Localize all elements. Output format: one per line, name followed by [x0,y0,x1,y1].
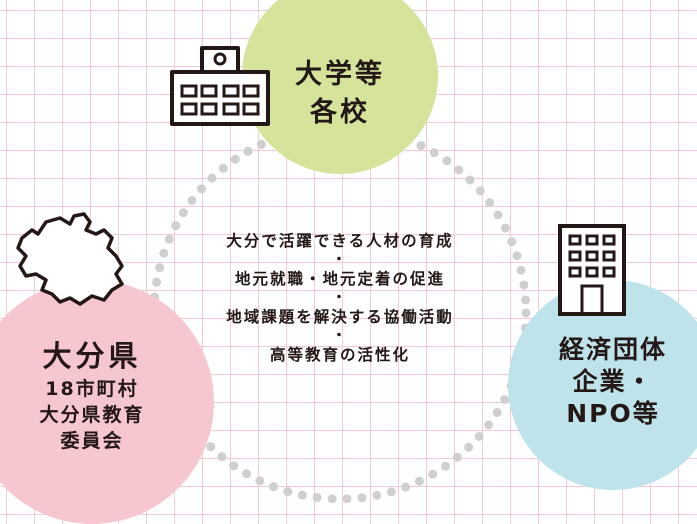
goal-separator: ・ [332,252,348,268]
goal-separator: ・ [332,328,348,344]
goal-2: 地元就職・地元定着の促進 [234,270,445,288]
oita-map-icon [16,212,124,306]
prefecture-title: 大分県 [42,339,142,373]
university-label-line1: 大学等 [295,59,385,90]
business-label-line2: 企業・ [572,367,654,396]
goal-separator: ・ [332,290,348,306]
prefecture-circle: 大分県 18市町村 大分県教育 委員会 [0,280,214,524]
school-building-icon [170,46,270,126]
university-label-line2: 各校 [310,97,370,128]
goal-1: 大分で活躍できる人材の育成 [226,232,454,250]
goal-3: 地域課題を解決する協働活動 [226,308,454,326]
business-label-line1: 経済団体 [558,335,667,364]
prefecture-municipalities: 18市町村 [45,378,139,400]
office-building-icon [558,224,626,316]
university-circle: 大学等 各校 [242,0,438,174]
center-goals: 大分で活躍できる人材の育成 ・ 地元就職・地元定着の促進 ・ 地域課題を解決する… [160,230,520,366]
goal-4: 高等教育の活性化 [269,346,410,364]
prefecture-board: 大分県教育 [39,404,145,426]
prefecture-committee: 委員会 [60,430,124,452]
business-label-line3: NPO等 [566,399,660,428]
